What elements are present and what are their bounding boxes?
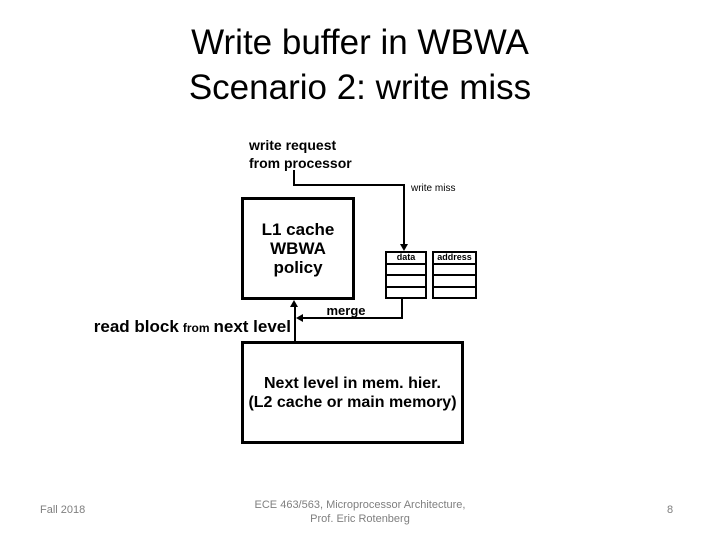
write-buffer-address-column: address (432, 251, 477, 299)
write-request-label-line-1: write request (249, 137, 337, 153)
write-buffer-address-header: address (437, 252, 472, 263)
read-block-connector (294, 305, 296, 342)
footer-page-number: 8 (666, 504, 674, 516)
write-miss-connector-segment-3 (403, 184, 405, 245)
arrowhead-left-icon (296, 314, 303, 322)
arrowhead-down-icon (400, 244, 408, 251)
write-buffer-address-entry (434, 285, 475, 298)
merge-connector-segment-2 (303, 317, 403, 319)
slide-title: Write buffer in WBWA Scenario 2: write m… (0, 20, 720, 110)
write-buffer-data-entry (387, 285, 425, 298)
write-buffer-address-entry (434, 274, 475, 286)
l1-cache-text-line-2: WBWA policy (270, 239, 326, 277)
footer-course-line-2: Prof. Eric Rotenberg (310, 513, 410, 525)
write-buffer-data-header: data (396, 252, 416, 263)
read-block-label-part-2: from (182, 321, 210, 335)
next-level-text: Next level in mem. hier. (L2 cache or ma… (248, 374, 456, 412)
read-block-label-part-3: next level (213, 317, 292, 336)
l1-cache-text: L1 cache WBWA policy (244, 220, 352, 277)
write-miss-connector-segment-1 (293, 170, 295, 186)
write-request-label-line-2: from processor (249, 154, 352, 171)
merge-connector-segment-1 (401, 299, 403, 319)
write-buffer-data-entry (387, 274, 425, 286)
next-level-box: Next level in mem. hier. (L2 cache or ma… (241, 341, 464, 444)
write-buffer-data-column: data (385, 251, 427, 299)
next-level-text-line-2: (L2 cache or main memory) (248, 393, 457, 411)
write-buffer-address-entry (434, 262, 475, 275)
write-miss-label: write miss (411, 183, 456, 194)
slide-title-line-1: Write buffer in WBWA (191, 23, 529, 62)
l1-cache-text-line-1: L1 cache (261, 220, 335, 239)
slide-title-line-2: Scenario 2: write miss (188, 68, 532, 107)
next-level-text-line-1: Next level in mem. hier. (264, 374, 441, 392)
footer-course: ECE 463/563, Microprocessor Architecture… (160, 498, 560, 526)
read-block-label-part-1: read block (93, 317, 179, 336)
l1-cache-box: L1 cache WBWA policy (241, 197, 355, 300)
merge-label: merge (326, 303, 366, 318)
write-request-label: write request from processor (249, 137, 352, 172)
arrowhead-up-icon (290, 300, 298, 307)
write-buffer-data-entry (387, 262, 425, 275)
footer-course-line-1: ECE 463/563, Microprocessor Architecture… (254, 499, 466, 511)
footer-date: Fall 2018 (40, 504, 86, 516)
write-miss-connector-segment-2 (293, 184, 405, 186)
